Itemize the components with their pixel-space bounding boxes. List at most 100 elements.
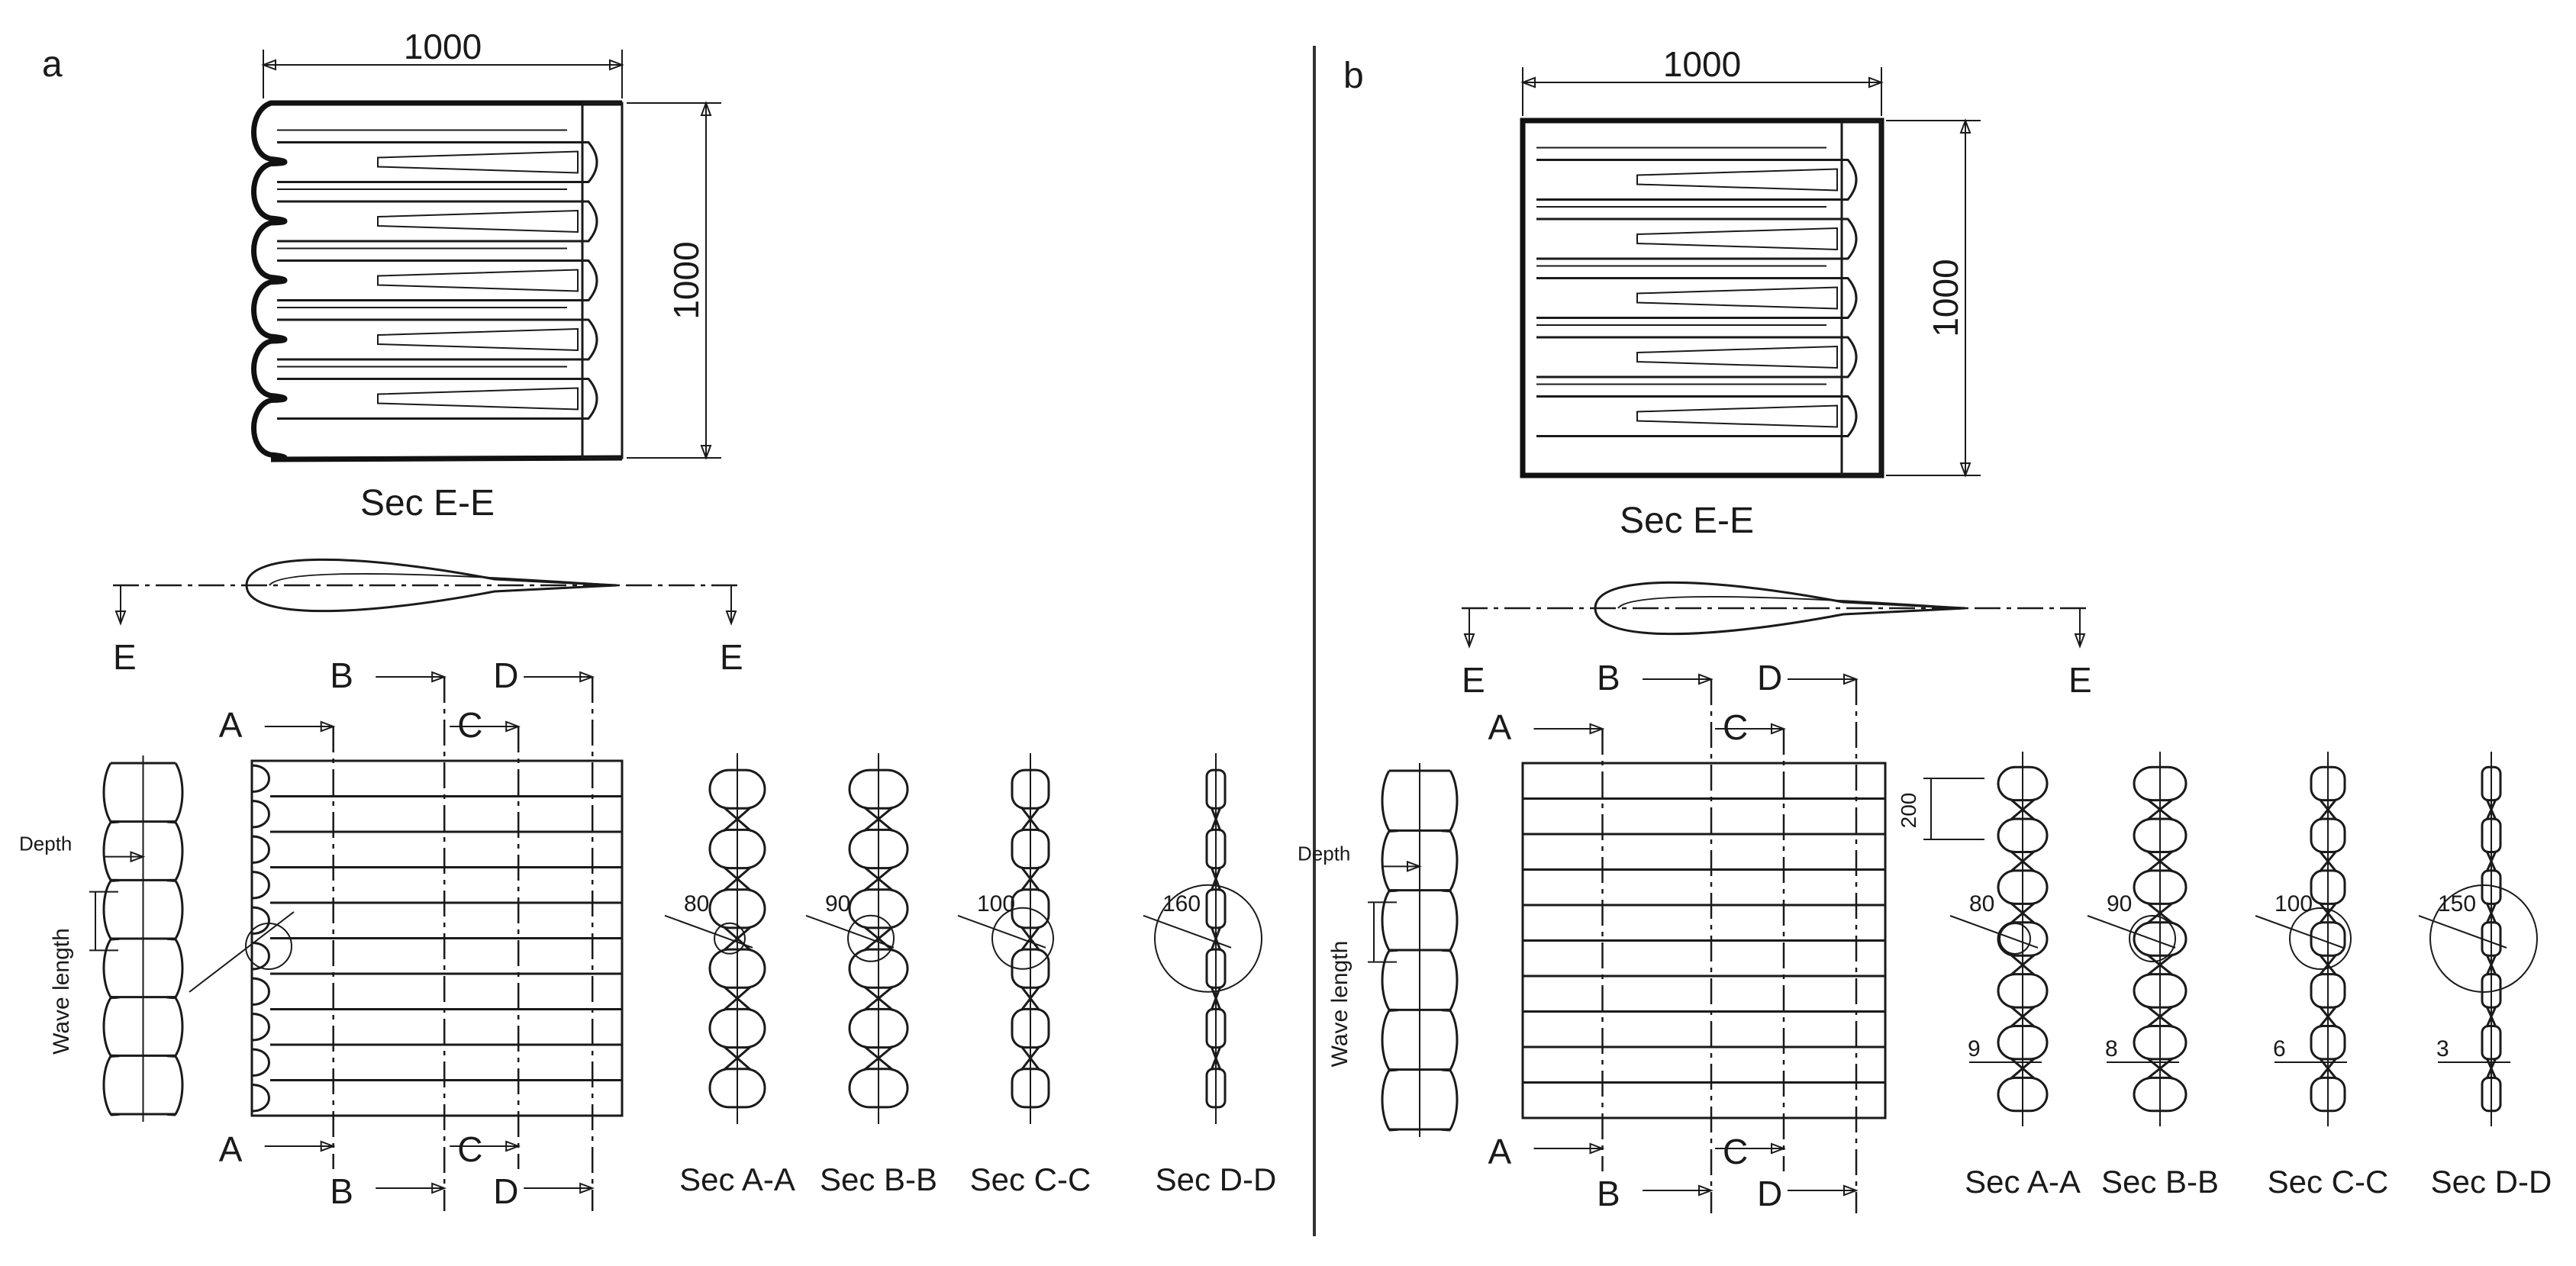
arrowhead [2074,633,2086,649]
arrowhead [1843,673,1859,685]
grid-rib-edge [251,835,270,864]
cut-label-e: E [113,637,137,677]
arrowhead [725,610,737,626]
spacing-dimension-label: 200 [1897,793,1920,829]
cut-label-a: A [219,705,243,745]
channel-outline [277,200,598,243]
airfoil-camber [269,572,617,586]
arrowhead [320,720,336,733]
grid-rib-edge [251,800,270,829]
section-caption: Sec A-A [1965,1164,2081,1200]
root-wall [581,101,624,459]
hatched-fin [377,209,579,234]
section-thickness-label: 8 [2105,1036,2118,1061]
plan-width-label: 1000 [1663,44,1741,84]
section-diameter-label: 160 [1162,891,1201,916]
section-diameter-label: 150 [2438,891,2476,916]
arrowhead [505,1140,521,1152]
cut-label-e: E [720,637,743,677]
arrowhead [1407,860,1422,872]
cut-label-c: C [1723,1132,1748,1171]
arrowhead [1589,1142,1605,1155]
plan-height-label: 1000 [666,241,706,319]
section-caption: Sec D-D [1156,1161,1277,1197]
arrowhead [1463,633,1475,649]
section-caption: Sec D-D [2431,1164,2552,1200]
diameter-leader [2418,915,2507,949]
channel-outline [1536,159,1858,201]
diameter-circle [2429,884,2538,993]
grid-rib-edge [251,1084,270,1113]
section-caption: Sec A-A [679,1161,795,1197]
grid-rib-edge [251,1048,270,1077]
arrowhead [1698,1184,1714,1197]
arrowhead [1589,723,1605,735]
depth-label: Depth [19,833,72,855]
arrowhead [431,671,447,683]
arrowhead [114,610,127,626]
channel-outline [277,141,598,183]
plan-outline [251,100,623,462]
plan-caption: Sec E-E [1620,501,1754,541]
diameter-circle [2129,915,2176,962]
channel-outline [277,259,598,301]
grid-rib-edge [251,764,270,793]
depth-label: Depth [1298,842,1350,865]
diameter-leader [2087,915,2176,949]
hatched-fin [377,269,579,292]
section-caption: Sec B-B [820,1161,937,1197]
diameter-leader [1949,915,2039,949]
diameter-leader [2255,915,2344,949]
grid-rib-edge [251,871,270,900]
hatched-fin [1636,286,1838,310]
cut-label-d: D [1757,658,1782,697]
hatched-fin [377,327,579,352]
cut-label-b: B [1597,658,1620,697]
channel-outline [1536,395,1858,437]
grid-rib-edge [251,1013,270,1042]
arrowhead [1771,1142,1786,1155]
section-diameter-label: 90 [825,891,850,916]
cut-label-b: B [330,1171,353,1211]
arrowhead [505,720,521,733]
section-diameter-label: 80 [1969,891,1994,916]
arrowhead [1959,462,1971,478]
arrowhead [579,1182,595,1194]
section-caption: Sec C-C [2268,1164,2389,1200]
cut-label-b: B [330,656,353,695]
section-thickness-label: 6 [2273,1036,2286,1061]
cut-label-d: D [493,656,518,695]
plan-width-label: 1000 [404,27,482,66]
hatched-fin [377,150,579,174]
channel-outline [277,318,598,361]
plan-caption: Sec E-E [360,483,495,523]
diameter-leader [805,914,895,949]
cut-label-e: E [2068,660,2092,700]
arrowhead [700,445,712,460]
arrowhead [261,59,276,71]
channel-outline [277,378,598,420]
panel-label: a [42,44,63,85]
hatched-fin [1636,227,1838,251]
diameter-leader [1143,914,1232,949]
arrowhead [1959,118,1971,134]
wavelength-label: Wave length [1327,941,1352,1068]
arrowhead [700,101,712,116]
cut-label-d: D [493,1171,518,1211]
cut-label-b: B [1597,1174,1620,1213]
cut-label-e: E [1462,660,1485,700]
grid-rib-edge [251,942,270,971]
spacing-dimension: 200 [1897,778,1984,840]
section-thickness-label: 3 [2436,1036,2449,1061]
